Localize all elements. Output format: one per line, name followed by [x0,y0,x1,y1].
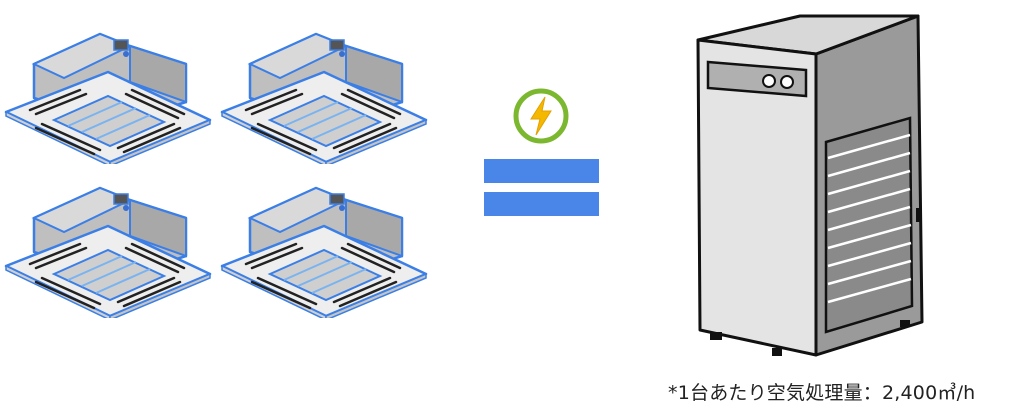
ceiling-cassette-unit-3 [4,186,212,318]
ceiling-cassette-unit-4 [220,186,428,318]
equals-group [480,86,604,226]
ceiling-cassette-unit-2 [220,32,428,164]
equals-icon-bottom-bar [484,192,599,216]
equals-icon-top-bar [484,159,599,183]
floor-standing-air-purifier-icon [696,14,924,357]
capacity-caption: *1台あたり空気処理量：2,400㎥/h [668,382,976,404]
ceiling-cassette-unit-1 [4,32,212,164]
lightning-bolt-icon [513,88,569,144]
